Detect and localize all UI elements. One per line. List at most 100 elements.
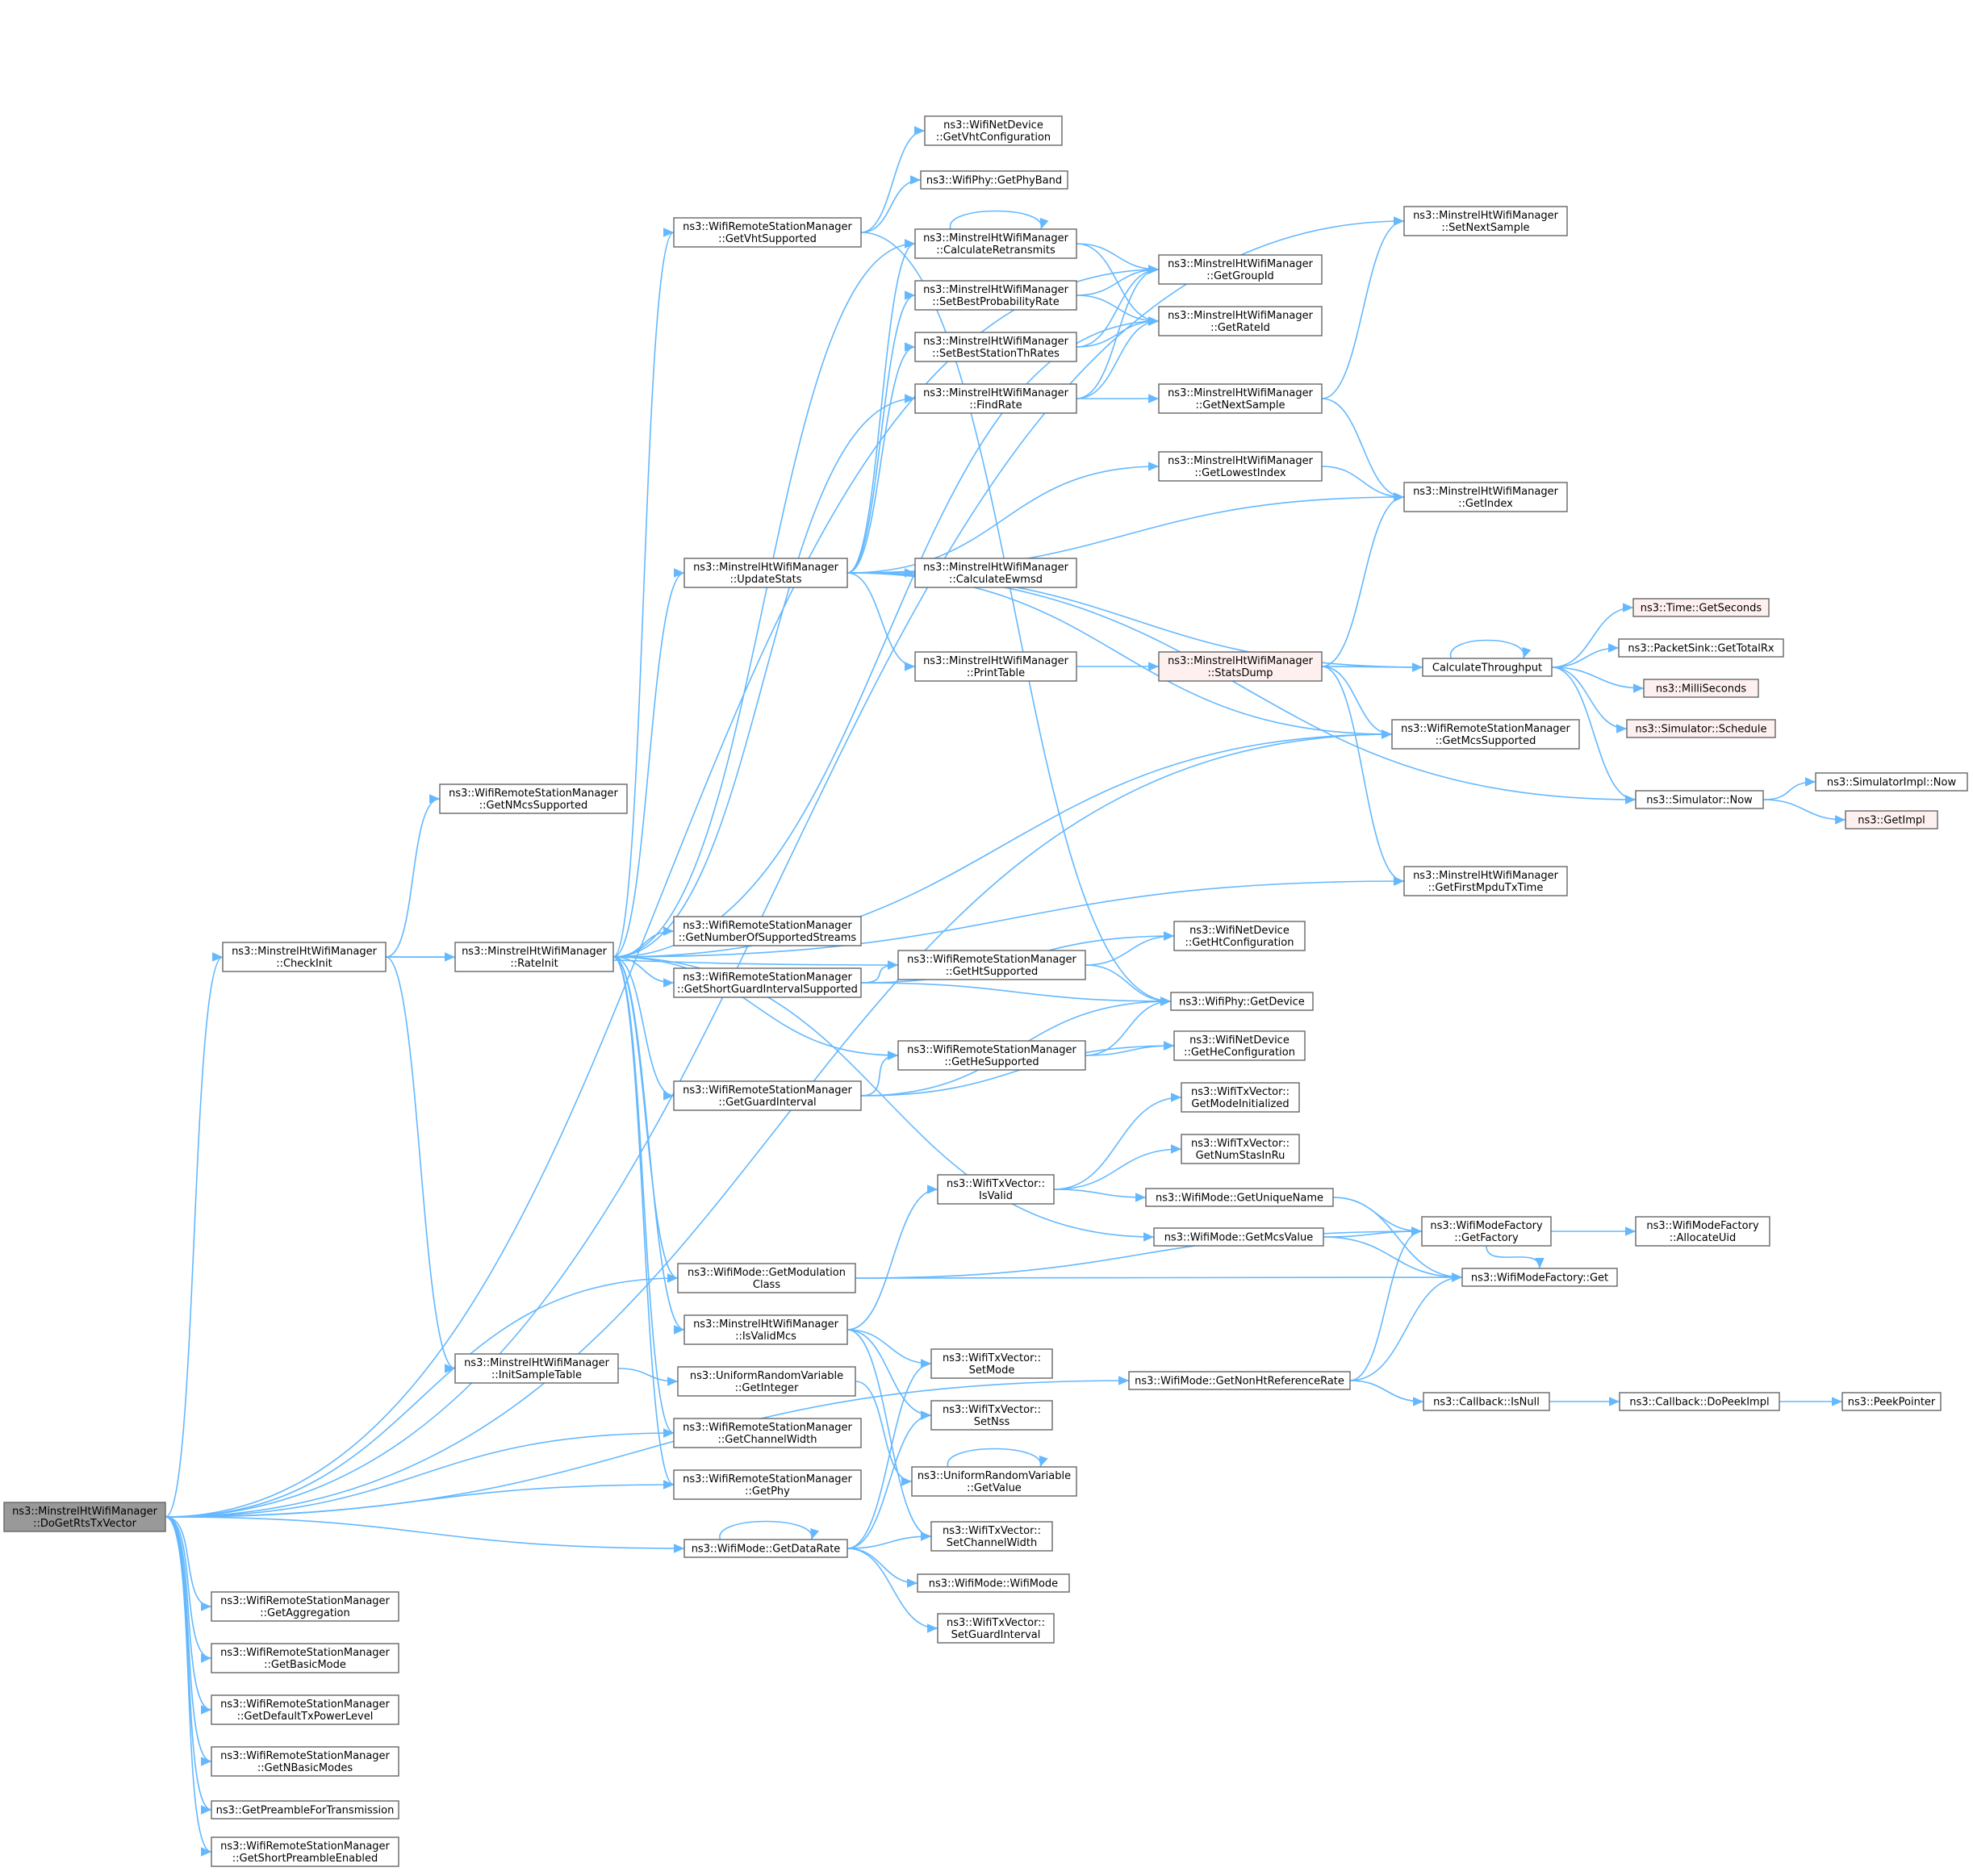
node-getnumstas[interactable]: ns3::WifiTxVector::GetNumStasInRu (1181, 1134, 1300, 1164)
node-label-line: ::CheckInit (276, 958, 332, 970)
node-getpreamble[interactable]: ns3::GetPreambleForTransmission (211, 1800, 399, 1820)
edge-getfactory-to-factoryget (1486, 1245, 1545, 1269)
edge-calcthroughput-to-gettotalrx (1551, 643, 1620, 668)
node-getnumstreams[interactable]: ns3::WifiRemoteStationManager::GetNumber… (673, 916, 862, 946)
node-label-line: ::SetBestProbabilityRate (932, 296, 1059, 308)
node-label-line: ns3::WifiRemoteStationManager (683, 971, 852, 984)
node-getfirstmpdu[interactable]: ns3::MinstrelHtWifiManager::GetFirstMpdu… (1403, 866, 1568, 896)
node-box (930, 1521, 1053, 1552)
node-getbasicmode[interactable]: ns3::WifiRemoteStationManager::GetBasicM… (211, 1643, 399, 1673)
node-label-line: ns3::WifiRemoteStationManager (683, 1084, 852, 1097)
node-statsdump[interactable]: ns3::MinstrelHtWifiManager::StatsDump (1158, 651, 1323, 682)
node-getlowestindex[interactable]: ns3::MinstrelHtWifiManager::GetLowestInd… (1158, 451, 1323, 482)
edge-root-to-getnonhtrate (165, 1376, 1130, 1518)
node-schedule[interactable]: ns3::Simulator::Schedule (1626, 719, 1776, 738)
node-label-line: SetGuardInterval (951, 1629, 1041, 1641)
node-getaggregation[interactable]: ns3::WifiRemoteStationManager::GetAggreg… (211, 1591, 399, 1622)
node-milliseconds[interactable]: ns3::MilliSeconds (1643, 679, 1759, 698)
node-simnow[interactable]: ns3::Simulator::Now (1635, 790, 1764, 809)
edge-root-to-getpreamble (165, 1516, 212, 1815)
node-calcthroughput[interactable]: CalculateThroughput (1422, 658, 1553, 677)
edge-root-to-getmcssupported (165, 729, 1393, 1518)
node-getnextsample[interactable]: ns3::MinstrelHtWifiManager::GetNextSampl… (1158, 383, 1323, 414)
node-factoryget[interactable]: ns3::WifiModeFactory::Get (1461, 1268, 1618, 1287)
edge-isvalid-to-getnumstas (1053, 1144, 1182, 1190)
node-setnss[interactable]: ns3::WifiTxVector::SetNss (930, 1400, 1053, 1431)
node-box (1173, 1030, 1306, 1061)
edge-getdatarate-to-setchannelwidth (846, 1531, 932, 1549)
node-rateinit[interactable]: ns3::MinstrelHtWifiManager::RateInit (454, 942, 614, 972)
node-getvalue[interactable]: ns3::UniformRandomVariable::GetValue (911, 1466, 1077, 1497)
node-root[interactable]: ns3::MinstrelHtWifiManager::DoGetRtsTxVe… (3, 1502, 166, 1532)
node-box (920, 170, 1068, 190)
node-getindex[interactable]: ns3::MinstrelHtWifiManager::GetIndex (1403, 482, 1568, 512)
node-gethtconfig[interactable]: ns3::WifiNetDevice::GetHtConfiguration (1173, 921, 1306, 951)
node-label-line: ns3::MinstrelHtWifiManager (693, 1318, 839, 1331)
node-getrateid[interactable]: ns3::MinstrelHtWifiManager::GetRateId (1158, 306, 1323, 336)
node-getnmcssupported[interactable]: ns3::WifiRemoteStationManager::GetNMcsSu… (439, 783, 628, 814)
node-isvalidmcs[interactable]: ns3::MinstrelHtWifiManager::IsValidMcs (683, 1314, 848, 1345)
node-getdatarate[interactable]: ns3::WifiMode::GetDataRate (683, 1539, 848, 1558)
node-getchannelwidth[interactable]: ns3::WifiRemoteStationManager::GetChanne… (673, 1418, 862, 1448)
edge-statsdump-to-getmcssupported (1321, 666, 1393, 739)
node-label-line: ns3::WifiMode::GetDataRate (692, 1544, 841, 1556)
node-getmcsvalue[interactable]: ns3::WifiMode::GetMcsValue (1153, 1227, 1324, 1247)
edge-getvhtsupported-to-getphyband (860, 175, 922, 233)
node-getmcssupported[interactable]: ns3::WifiRemoteStationManager::GetMcsSup… (1391, 719, 1580, 750)
node-getdefaulttxpower[interactable]: ns3::WifiRemoteStationManager::GetDefaul… (211, 1694, 399, 1725)
node-box (1626, 719, 1776, 738)
node-getfactory[interactable]: ns3::WifiModeFactory::GetFactory (1421, 1216, 1552, 1247)
node-setguardinterval[interactable]: ns3::WifiTxVector::SetGuardInterval (937, 1613, 1055, 1644)
node-getinteger[interactable]: ns3::UniformRandomVariable::GetInteger (677, 1366, 856, 1397)
node-getphy[interactable]: ns3::WifiRemoteStationManager::GetPhy (673, 1469, 862, 1500)
node-getdevice[interactable]: ns3::WifiPhy::GetDevice (1170, 992, 1314, 1011)
node-getnonhtrate[interactable]: ns3::WifiMode::GetNonHtReferenceRate (1128, 1371, 1351, 1390)
node-label-line: ns3::WifiRemoteStationManager (683, 1473, 852, 1485)
node-label-line: SetNss (974, 1416, 1010, 1428)
node-getshortpreamble[interactable]: ns3::WifiRemoteStationManager::GetShortP… (211, 1836, 399, 1867)
node-setbeststation[interactable]: ns3::MinstrelHtWifiManager::SetBestStati… (914, 332, 1077, 362)
edge-getmodulationclass-to-getfactory (855, 1226, 1423, 1279)
node-setchannelwidth[interactable]: ns3::WifiTxVector::SetChannelWidth (930, 1521, 1053, 1552)
node-getvhtconfig[interactable]: ns3::WifiNetDevice::GetVhtConfiguration (924, 115, 1063, 146)
node-getgroupid[interactable]: ns3::MinstrelHtWifiManager::GetGroupId (1158, 254, 1323, 285)
node-getvhtsupported[interactable]: ns3::WifiRemoteStationManager::GetVhtSup… (673, 217, 862, 248)
node-updatestats[interactable]: ns3::MinstrelHtWifiManager::UpdateStats (683, 558, 848, 588)
node-gethesupported[interactable]: ns3::WifiRemoteStationManager::GetHeSupp… (897, 1040, 1086, 1071)
node-setnextsample[interactable]: ns3::MinstrelHtWifiManager::SetNextSampl… (1403, 206, 1568, 236)
node-isvalid[interactable]: ns3::WifiTxVector::IsValid (937, 1174, 1055, 1205)
node-label-line: ::CalculateEwmsd (949, 574, 1043, 586)
node-gethtsupported[interactable]: ns3::WifiRemoteStationManager::GetHtSupp… (897, 950, 1086, 980)
node-dopeekimpl[interactable]: ns3::Callback::DoPeekImpl (1619, 1392, 1780, 1411)
node-box (211, 1836, 399, 1867)
node-getheconfig[interactable]: ns3::WifiNetDevice::GetHeConfiguration (1173, 1030, 1306, 1061)
node-setmode[interactable]: ns3::WifiTxVector::SetMode (930, 1348, 1053, 1379)
node-calcretransmits[interactable]: ns3::MinstrelHtWifiManager::CalculateRet… (914, 228, 1077, 259)
node-calcewmsd[interactable]: ns3::MinstrelHtWifiManager::CalculateEwm… (914, 558, 1077, 588)
node-getsgisupported[interactable]: ns3::WifiRemoteStationManager::GetShortG… (673, 967, 862, 998)
node-getnbasicmodes[interactable]: ns3::WifiRemoteStationManager::GetNBasic… (211, 1746, 399, 1777)
node-label-line: ns3::MinstrelHtWifiManager (1413, 870, 1559, 882)
node-simimplnow[interactable]: ns3::SimulatorImpl::Now (1815, 772, 1968, 792)
node-findrate[interactable]: ns3::MinstrelHtWifiManager::FindRate (914, 383, 1077, 414)
node-timegetseconds[interactable]: ns3::Time::GetSeconds (1632, 598, 1770, 617)
node-gettotalrx[interactable]: ns3::PacketSink::GetTotalRx (1618, 638, 1784, 658)
node-getphyband[interactable]: ns3::WifiPhy::GetPhyBand (920, 170, 1068, 190)
node-checkinit[interactable]: ns3::MinstrelHtWifiManager::CheckInit (222, 942, 387, 972)
edge-getdatarate-to-wifimode (846, 1548, 918, 1588)
node-printtable[interactable]: ns3::MinstrelHtWifiManager::PrintTable (914, 651, 1077, 682)
node-label-line: ::GetFirstMpduTxTime (1428, 882, 1544, 894)
node-isnull[interactable]: ns3::Callback::IsNull (1423, 1392, 1550, 1411)
node-peekpointer[interactable]: ns3::PeekPointer (1841, 1392, 1942, 1411)
node-setbestprob[interactable]: ns3::MinstrelHtWifiManager::SetBestProba… (914, 280, 1077, 311)
node-getguardinterval[interactable]: ns3::WifiRemoteStationManager::GetGuardI… (673, 1080, 862, 1111)
node-getuniquename[interactable]: ns3::WifiMode::GetUniqueName (1145, 1188, 1334, 1207)
node-getimpl[interactable]: ns3::GetImpl (1845, 810, 1938, 829)
node-initsampletable[interactable]: ns3::MinstrelHtWifiManager::InitSampleTa… (454, 1353, 619, 1384)
node-wifimode[interactable]: ns3::WifiMode::WifiMode (917, 1573, 1070, 1593)
node-getmodeinit[interactable]: ns3::WifiTxVector::GetModeInitialized (1181, 1082, 1300, 1113)
node-label-line: ::GetShortGuardIntervalSupported (677, 984, 858, 996)
node-allocateuid[interactable]: ns3::WifiModeFactory::AllocateUid (1635, 1216, 1770, 1247)
node-box (677, 1366, 856, 1397)
